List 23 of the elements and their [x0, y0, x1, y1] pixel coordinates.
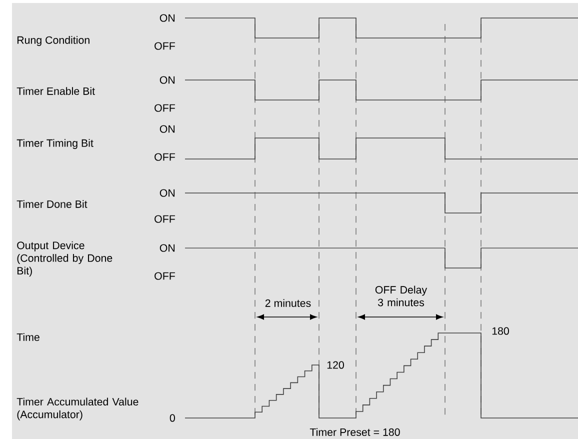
duration-label: 2 minutes	[264, 298, 312, 308]
signal-name: Output Device (Controlled by Done Bit)	[17, 241, 112, 277]
value-label: 0	[170, 414, 175, 422]
signal-name: Timer Accumulated Value (Accumulator)	[16, 398, 138, 420]
state-label: ON	[160, 14, 175, 22]
value-label: 120	[327, 361, 344, 369]
axis-label: Time	[16, 333, 40, 341]
state-label: ON	[160, 189, 175, 197]
state-label: ON	[160, 76, 175, 84]
signal-name: Timer Enable Bit	[16, 87, 95, 95]
state-label: OFF	[154, 104, 175, 112]
state-label: OFF	[154, 153, 175, 161]
signal-name: Timer Timing Bit	[16, 139, 94, 149]
value-label: 180	[492, 327, 509, 335]
state-label: ON	[160, 125, 175, 133]
signal-name: Timer Done Bit	[16, 200, 88, 208]
note-text: Timer Preset = 180	[310, 428, 400, 436]
signal-name: Rung Condition	[17, 36, 90, 46]
state-label: ON	[160, 244, 175, 252]
state-label: OFF	[154, 215, 175, 223]
state-label: OFF	[154, 42, 175, 50]
duration-label: OFF Delay 3 minutes	[364, 284, 438, 308]
state-label: OFF	[154, 272, 175, 280]
